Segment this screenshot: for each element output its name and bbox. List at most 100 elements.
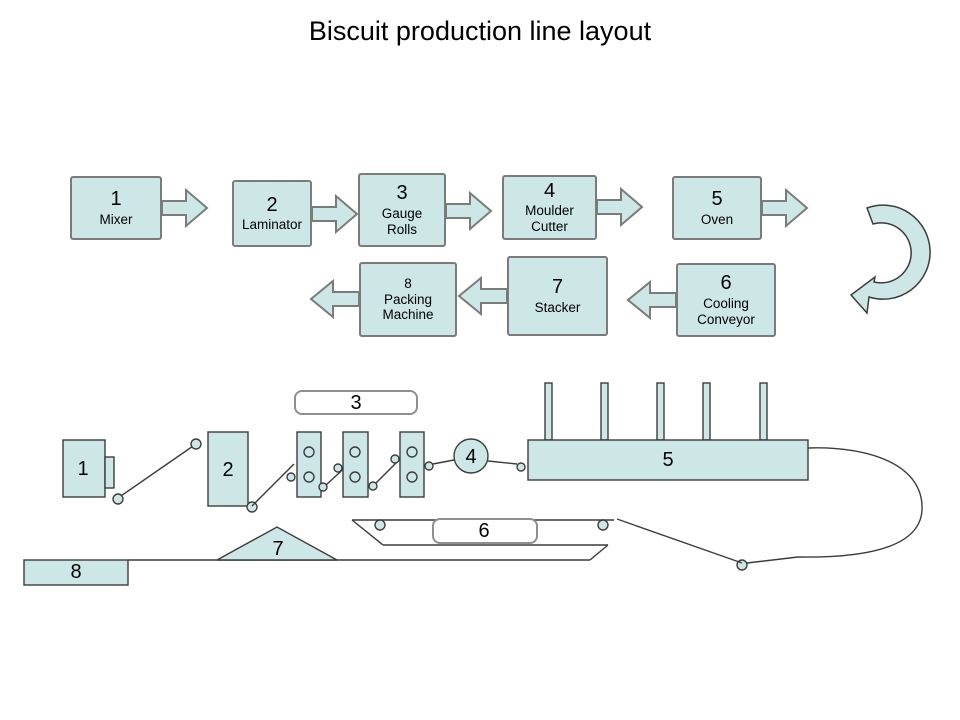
schematic-cooling-label: 6 — [478, 520, 489, 542]
flow-box-stacker: 7 Stacker — [507, 256, 608, 336]
schematic-packing-machine: 8 — [23, 559, 129, 586]
roll — [349, 471, 361, 483]
schematic-laminator: 2 — [207, 431, 249, 507]
station-name: Gauge — [381, 205, 423, 221]
flow-box-laminator: 2 Laminator — [232, 180, 312, 247]
roller — [368, 481, 378, 491]
flow-arrows-forward — [161, 186, 809, 235]
station-number: 4 — [543, 179, 556, 202]
roller — [516, 462, 526, 472]
slide-title: Biscuit production line layout — [308, 16, 652, 46]
roll-stand — [296, 431, 322, 498]
callout-box — [432, 518, 538, 544]
schematic-feed-conveyor — [112, 438, 202, 505]
schematic-moulder-label: 4 — [465, 446, 476, 468]
roller — [374, 519, 386, 531]
oven-chimney — [656, 382, 665, 441]
flow-box-moulder-cutter: 4 Moulder Cutter — [502, 175, 597, 240]
schematic-mixer-label: 1 — [77, 458, 88, 480]
station-number: 3 — [396, 182, 408, 205]
arrow-moulder-to-oven — [596, 186, 644, 228]
roll — [349, 446, 361, 458]
schematic-gauge-rolls-label: 3 — [350, 392, 361, 414]
roller — [318, 482, 328, 492]
schematic-laminator-label: 2 — [222, 459, 233, 481]
roller — [333, 463, 343, 473]
oven-chimney — [702, 382, 711, 441]
roll — [303, 446, 315, 458]
station-number: 7 — [551, 276, 564, 299]
schematic-cooling-conveyor: 6 — [351, 518, 614, 561]
station-name: Rolls — [386, 221, 417, 237]
packing-body — [23, 559, 129, 586]
flow-arrows-return — [309, 275, 677, 321]
roller — [246, 501, 258, 513]
station-name: Moulder — [525, 203, 574, 219]
feed-conveyor-roller — [112, 493, 124, 505]
station-name: Cooling — [703, 295, 749, 311]
flow-box-gauge-rolls: 3 Gauge Rolls — [358, 173, 446, 247]
station-number: 2 — [266, 193, 278, 216]
station-number: 8 — [404, 275, 412, 291]
station-number: 1 — [110, 188, 122, 211]
oven-chimney — [759, 382, 768, 441]
laminator-body — [207, 431, 249, 507]
flow-box-oven: 5 Oven — [672, 176, 762, 240]
mixer-body — [62, 439, 106, 498]
schematic-stacker-label: 7 — [272, 538, 283, 560]
schematic-gauge-rolls — [246, 431, 434, 513]
feed-conveyor-roller — [190, 438, 202, 450]
arrow-stacker-out — [457, 275, 508, 317]
station-name: Conveyor — [697, 311, 755, 327]
station-number: 6 — [720, 272, 732, 295]
down-feed — [616, 518, 743, 564]
station-name: Oven — [700, 211, 734, 227]
station-name: Machine — [382, 307, 434, 323]
cooling-belt-left — [351, 519, 384, 546]
station-number: 5 — [711, 188, 723, 211]
station-name: Cutter — [531, 219, 568, 235]
schematic-mixer: 1 — [62, 439, 115, 498]
roller — [286, 472, 296, 482]
schematic-stacker: 7 — [128, 526, 590, 561]
arrow-mixer-to-laminator — [161, 187, 209, 229]
callout-box — [294, 390, 418, 415]
feed-conveyor-belt — [117, 443, 197, 499]
roll-stand — [399, 431, 425, 498]
schematic-gauge-rolls-callout: 3 — [294, 390, 418, 415]
schematic-packing-label: 8 — [70, 561, 81, 583]
moulder-drum — [453, 438, 489, 474]
roll — [303, 471, 315, 483]
arrow-gauge-rolls-to-moulder — [445, 190, 493, 232]
schematic-oven: 5 — [527, 382, 809, 481]
roll — [406, 446, 418, 458]
return-curve — [746, 447, 923, 564]
station-name: Mixer — [99, 211, 133, 227]
u-turn-arrow — [849, 204, 931, 315]
flow-box-mixer: 1 Mixer — [70, 176, 162, 240]
stacker-triangle — [216, 526, 338, 561]
belt-segment — [487, 460, 518, 465]
station-name: Stacker — [534, 299, 581, 315]
belt-segment — [432, 459, 455, 465]
oven-chimney — [544, 382, 553, 441]
roller — [390, 454, 400, 464]
schematic-moulder-cutter: 4 — [432, 438, 526, 474]
schematic-return-path — [616, 447, 923, 571]
flow-box-packing-machine: 8 Packing Machine — [359, 262, 457, 337]
schematic-oven-label: 5 — [662, 449, 673, 471]
roll-stand — [342, 431, 369, 498]
oven-body — [527, 439, 809, 481]
arrow-packing-out — [309, 278, 360, 320]
station-name: Packing — [383, 291, 433, 307]
station-name: Laminator — [241, 217, 303, 233]
roller — [424, 461, 434, 471]
flow-box-cooling-conveyor: 6 Cooling Conveyor — [676, 263, 776, 337]
arrow-oven-out — [761, 187, 809, 229]
arrow-cooling-out — [626, 279, 677, 321]
roll — [406, 471, 418, 483]
web-segment — [251, 463, 295, 507]
roller — [597, 519, 609, 531]
